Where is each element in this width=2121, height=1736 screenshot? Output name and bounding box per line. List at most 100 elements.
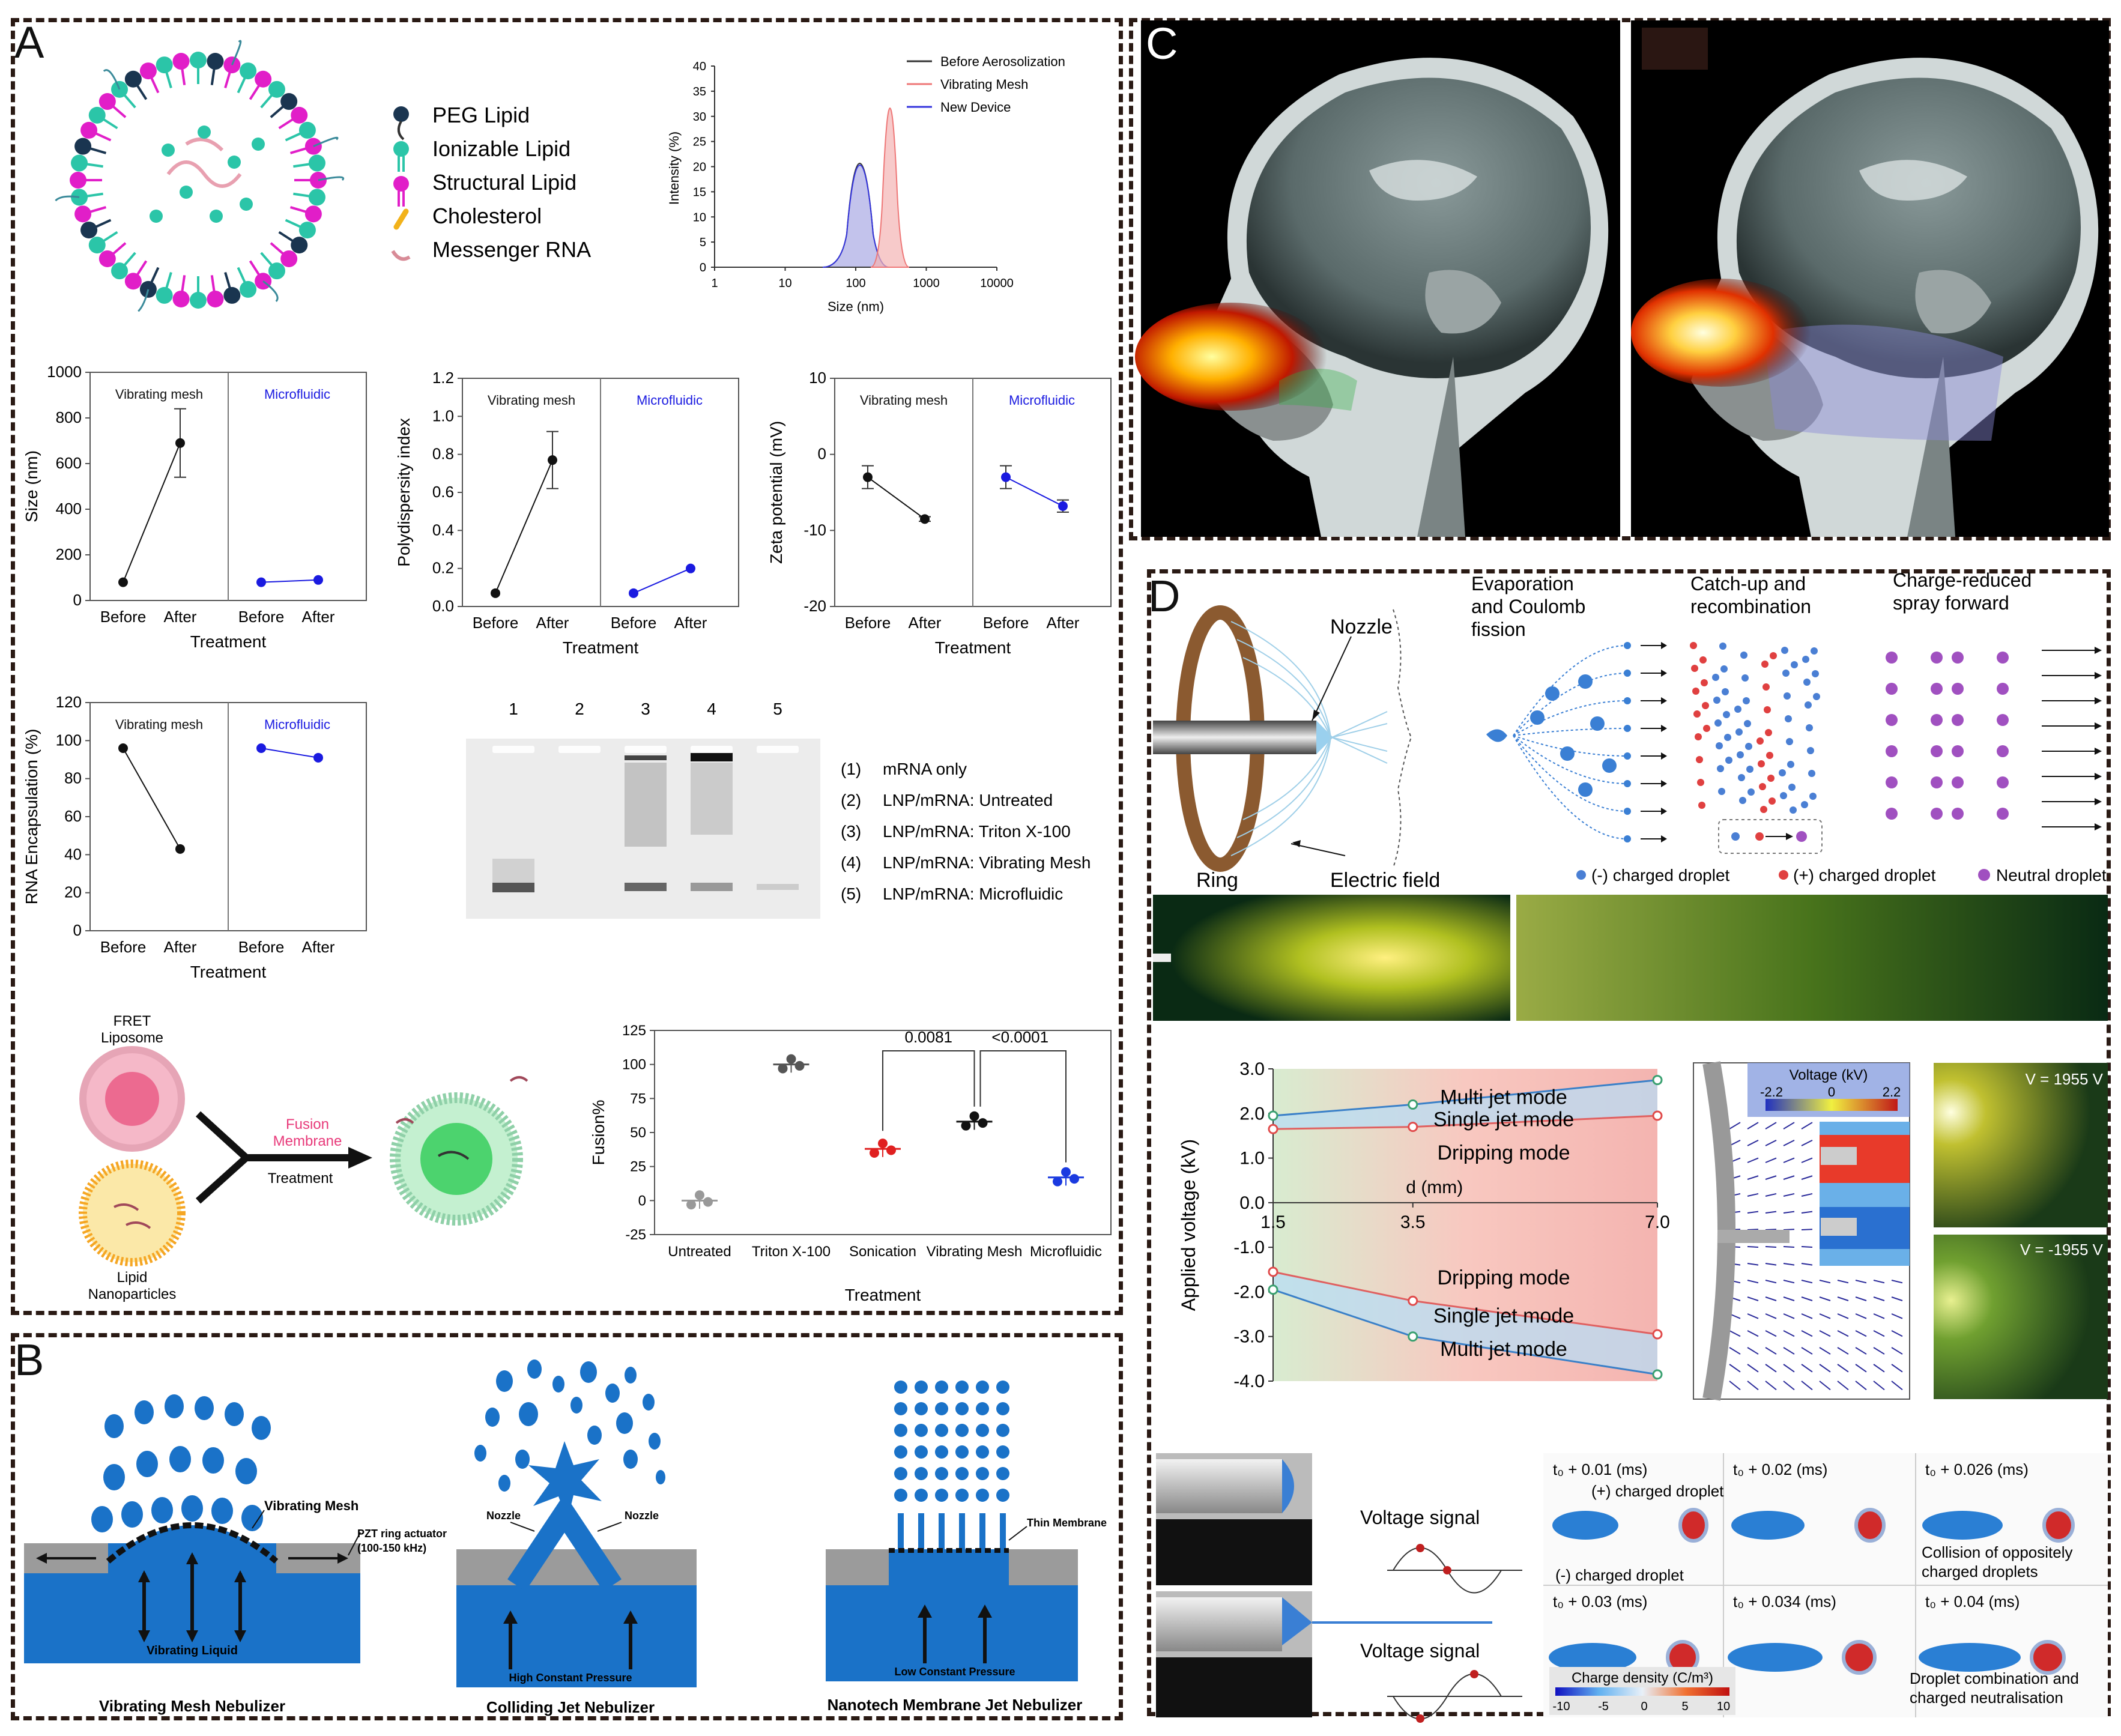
recombination-droplet (1745, 743, 1752, 750)
recombination-droplet (1744, 720, 1751, 727)
voltage-scale-title: Voltage (kV) (1790, 1067, 1868, 1083)
gel-legend-text: LNP/mRNA: Untreated (883, 791, 1053, 809)
group-label-microfluidic: Microfluidic (264, 717, 330, 732)
replicate-point (978, 1118, 988, 1128)
ytick-label: -20 (803, 597, 826, 615)
xtick-label: 3.5 (1400, 1212, 1426, 1232)
recombination-droplet (1741, 674, 1749, 682)
field-arrow (1747, 1296, 1759, 1301)
category-label: Triton X-100 (752, 1244, 831, 1260)
membrane-jet (898, 1513, 904, 1549)
recombination-droplet (1746, 766, 1753, 773)
neutral-droplet (1886, 808, 1898, 820)
field-arrow (1765, 1280, 1777, 1284)
combination-line2: charged neutralisation (1910, 1689, 2063, 1707)
series-line (633, 567, 691, 594)
fission-path (1513, 735, 1628, 784)
replicate-point (886, 1145, 896, 1155)
nm-membrane-label: Thin Membrane (1027, 1517, 1107, 1529)
membrane-droplet (955, 1381, 969, 1394)
lnp-lipid-head (223, 286, 241, 304)
lnp-lipid-head (74, 205, 92, 223)
voltage-scale-max: 2.2 (1883, 1084, 1901, 1099)
electric-field-label: Electric field (1330, 869, 1440, 892)
data-point (548, 455, 557, 465)
p-value-2: <0.0001 (991, 1028, 1048, 1046)
small-droplet (1624, 642, 1631, 649)
nm-nebulizer-title: Nanotech Membrane Jet Nebulizer (828, 1696, 1083, 1714)
field-arrow (1765, 1347, 1777, 1355)
lnp-lipid-head (304, 205, 322, 223)
recombination-droplet (1691, 665, 1698, 672)
time-frame-2: t₀ + 0.02 (ms) (1733, 1460, 1827, 1478)
lnp-legend: PEG Lipid Ionizable Lipid Structural Lip… (391, 103, 591, 262)
field-arrow (1837, 1364, 1849, 1373)
xtick-label: 7.0 (1645, 1212, 1670, 1232)
lnp-lipid-head (172, 53, 190, 70)
membrane-droplet (996, 1467, 1009, 1480)
flow-arrowhead (1661, 835, 1667, 842)
recombination-droplet (1703, 725, 1710, 732)
parent-droplet (1486, 729, 1507, 742)
fission-droplet (1578, 674, 1593, 689)
field-arrow (1783, 1280, 1795, 1284)
recombination-droplet (1802, 656, 1809, 663)
lnp-lipid-head (74, 138, 92, 155)
recombination-droplet (1801, 801, 1808, 808)
small-droplet (1624, 697, 1631, 704)
ytick-label: 0 (818, 445, 826, 463)
recombination-droplet (1698, 802, 1705, 809)
dls-ytick-label: 30 (693, 110, 706, 124)
recombination-droplet (1790, 806, 1797, 814)
ytick-label: 1000 (47, 363, 82, 381)
ytick-label: 1.2 (432, 369, 454, 387)
small-droplet (1624, 725, 1631, 732)
lnp-lipid-head (70, 172, 86, 189)
flow-arrowhead (1661, 642, 1667, 649)
ytick-label: 25 (630, 1159, 646, 1175)
membrane-droplet (915, 1445, 928, 1459)
lnp-lipid-head (291, 106, 308, 124)
charge-tick-5: 10 (1717, 1700, 1730, 1713)
neutral-droplet (1997, 776, 2009, 788)
voltage-signal-schematic: Voltage signal Voltage signal (1156, 1453, 1522, 1723)
recombination-droplet (1782, 670, 1790, 677)
fission-droplet (1560, 746, 1575, 761)
forward-arrowhead (2095, 798, 2102, 805)
recombination-droplet (1723, 711, 1730, 718)
electrospray-schematic: Nozzle Ring Electric field Evaporation a… (1153, 569, 2107, 892)
gel-legend-text: mRNA only (883, 760, 967, 778)
mode-annotation: Multi jet mode (1440, 1338, 1567, 1361)
field-arrow (1855, 1381, 1867, 1391)
membrane-droplet (976, 1402, 989, 1415)
recombination-droplet (1770, 652, 1777, 659)
field-arrow (1837, 1296, 1849, 1301)
recombination-droplet (1735, 728, 1743, 736)
field-arrow (1801, 1122, 1813, 1130)
fret-lnp-line1: Lipid (117, 1269, 148, 1286)
recombination-droplet (1722, 688, 1729, 695)
lnp-lipid-head (268, 80, 285, 98)
field-arrow (1801, 1175, 1813, 1180)
series-line (261, 748, 319, 758)
membrane-droplet (894, 1445, 907, 1459)
xtick-before: Before (100, 608, 147, 626)
negative-droplet (1549, 1643, 1636, 1672)
lnp-schematic (55, 40, 345, 312)
field-arrow (1891, 1381, 1903, 1391)
lnp-lipid-head (308, 189, 325, 206)
ylabel: Polydispersity index (395, 418, 413, 566)
field-arrow (1765, 1122, 1777, 1130)
membrane-droplet (955, 1402, 969, 1415)
dls-ytick-label: 15 (693, 186, 706, 199)
field-arrow (1873, 1364, 1885, 1373)
replicate-point (961, 1121, 971, 1131)
charge-density-title: Charge density (C/m³) (1572, 1670, 1713, 1686)
field-arrow (1801, 1193, 1813, 1197)
field-arrow (1819, 1280, 1831, 1284)
group-label-microfluidic: Microfluidic (264, 387, 330, 402)
legend-negative-droplet: (-) charged droplet (1591, 866, 1730, 885)
xtick-before: Before (100, 938, 147, 956)
gel-legend-text: LNP/mRNA: Triton X-100 (883, 822, 1071, 841)
